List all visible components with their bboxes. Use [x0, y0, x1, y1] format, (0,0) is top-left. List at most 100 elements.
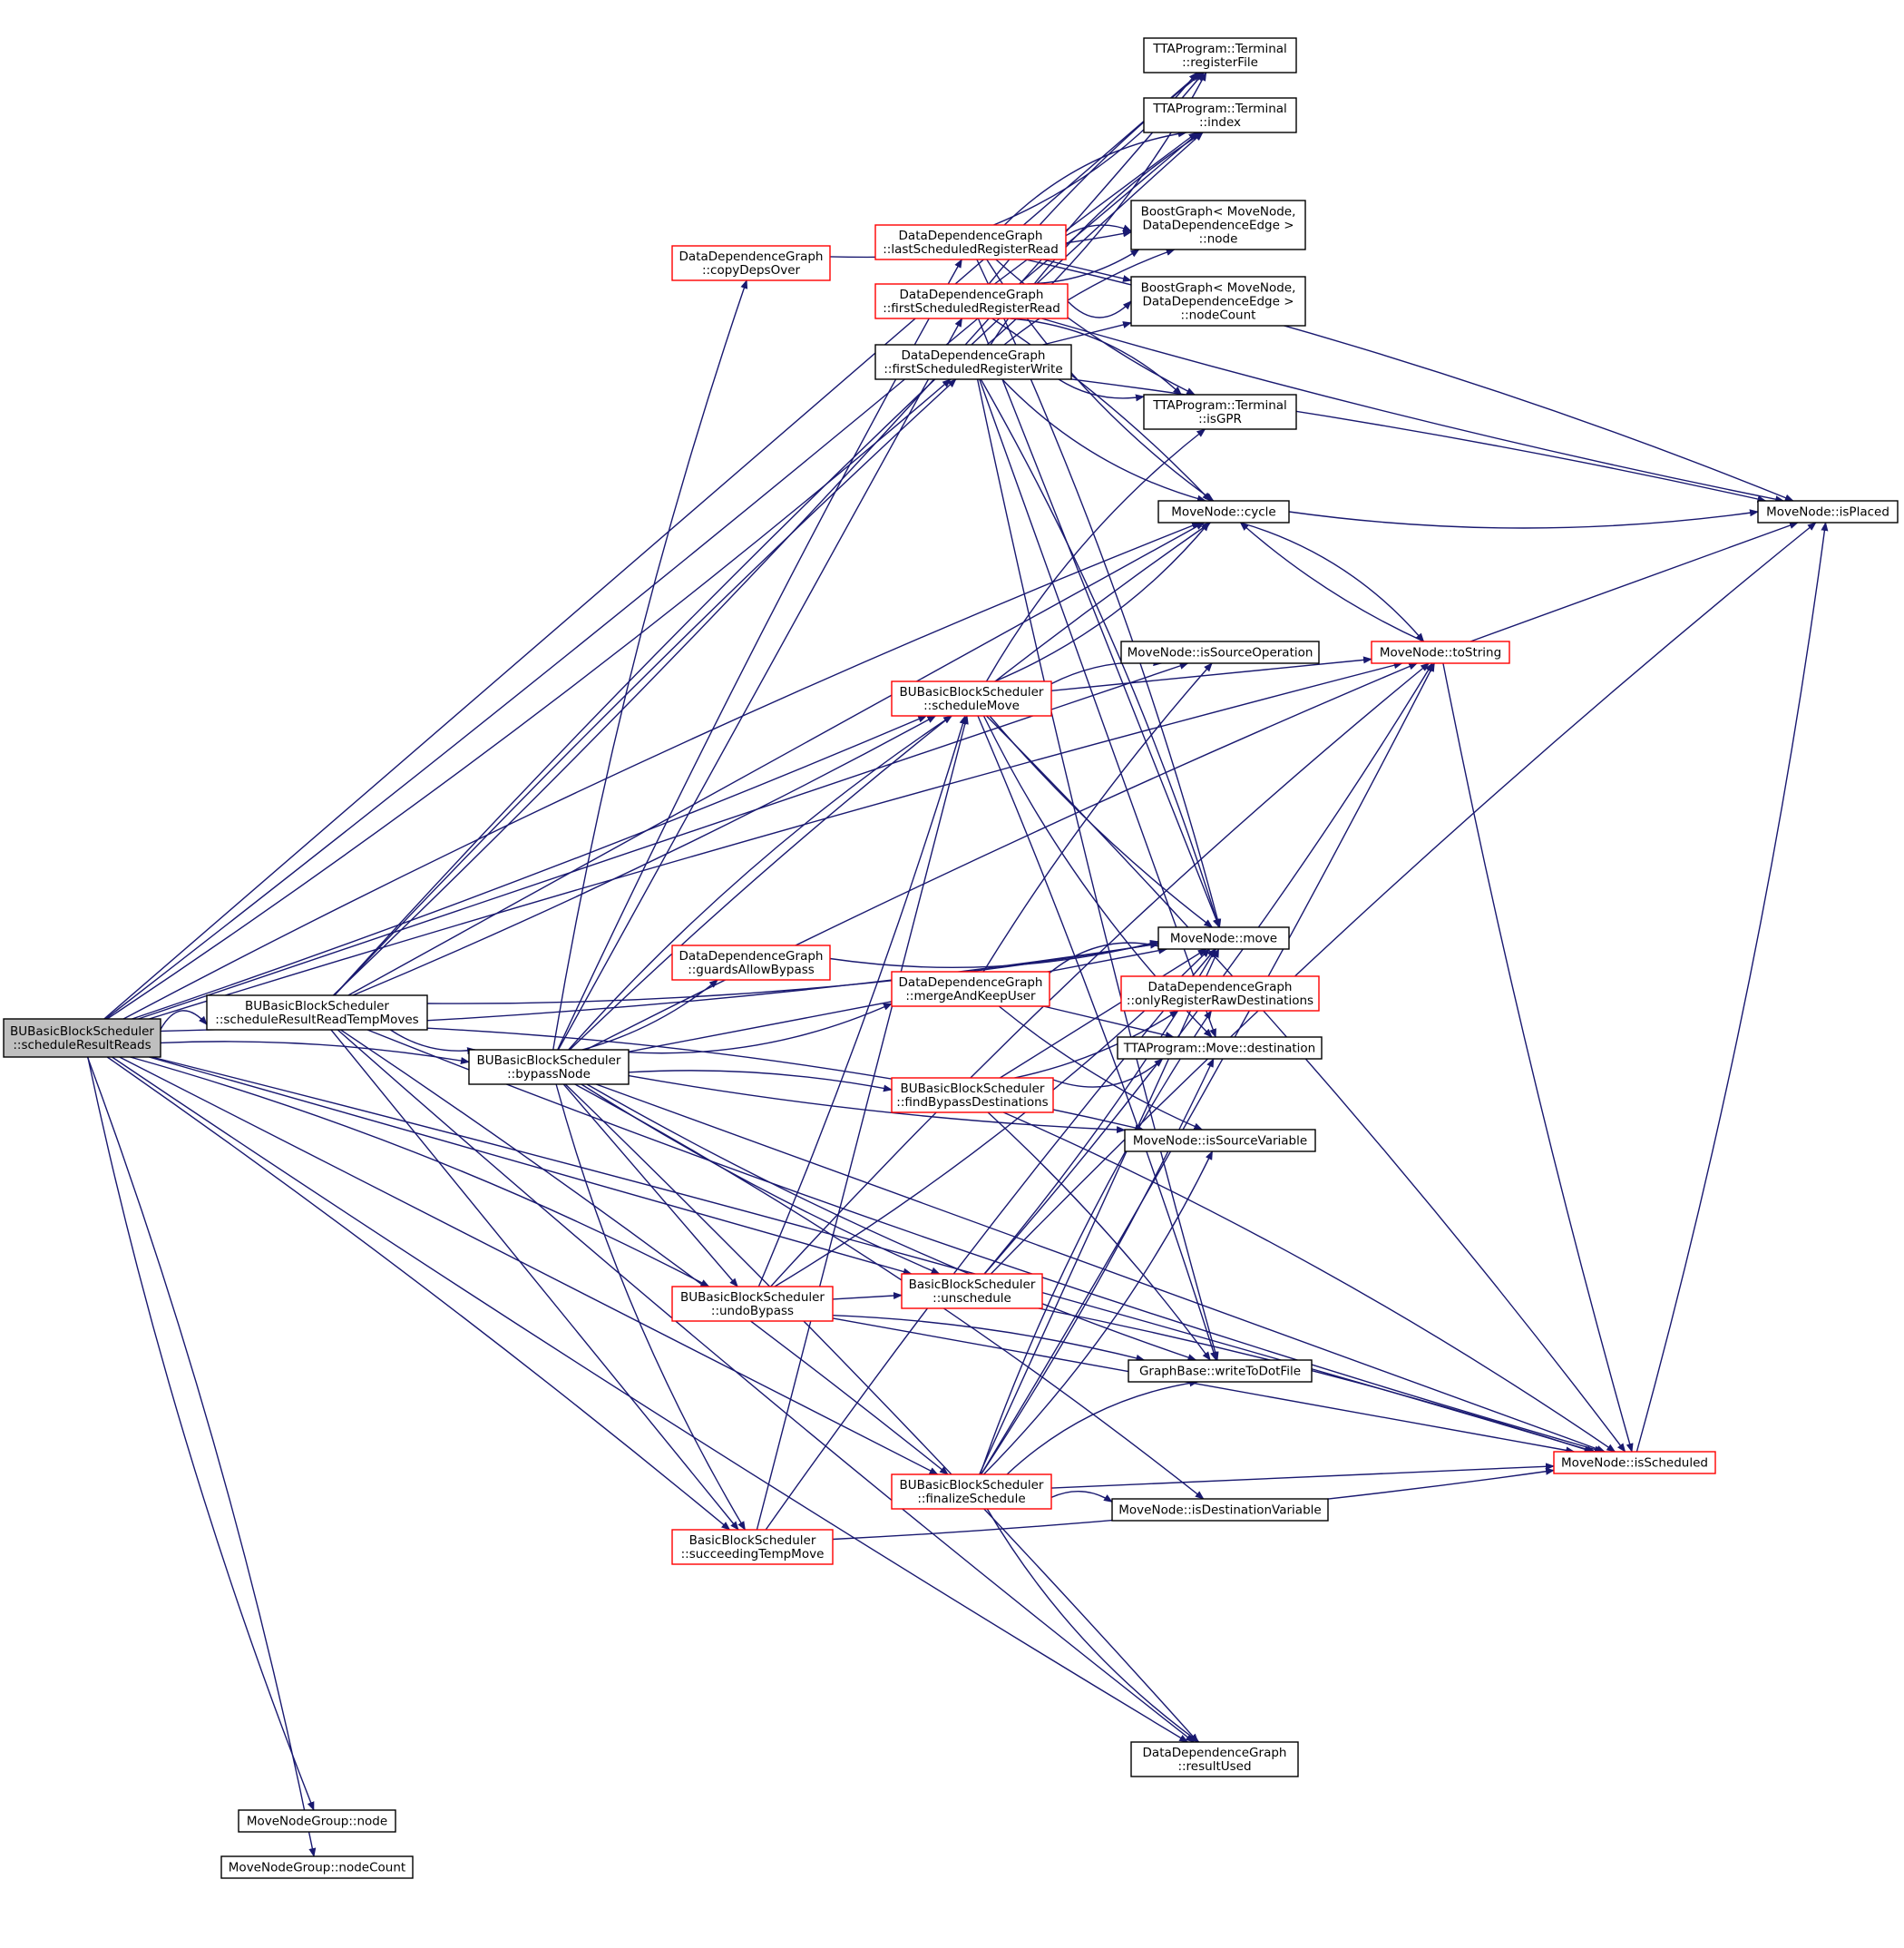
node-lastSRR[interactable]: DataDependenceGraph::lastScheduledRegist…	[874, 224, 1067, 260]
node-mngNodeCount[interactable]: MoveNodeGroup::nodeCount	[220, 1855, 414, 1879]
node-label-line: ::undoBypass	[711, 1304, 794, 1318]
call-edge-srtm-to-resultUsed	[337, 1029, 1195, 1743]
node-mngNode[interactable]: MoveNodeGroup::node	[238, 1809, 396, 1833]
node-onlyRegRaw[interactable]: DataDependenceGraph::onlyRegisterRawDest…	[1120, 975, 1320, 1012]
node-box	[1143, 37, 1297, 73]
node-label-line: BoostGraph< MoveNode,	[1141, 281, 1296, 296]
node-succTemp[interactable]: BasicBlockScheduler::succeedingTempMove	[671, 1529, 834, 1565]
node-isSrcOp[interactable]: MoveNode::isSourceOperation	[1120, 641, 1320, 664]
call-edge-root-to-firstSRW	[106, 378, 952, 1020]
edge-path	[130, 1056, 710, 1287]
node-box	[206, 994, 428, 1031]
edge-path	[628, 1070, 893, 1092]
edge-path	[979, 1010, 1213, 1475]
edge-path	[332, 72, 1205, 996]
node-label-line: MoveNode::isSourceVariable	[1133, 1134, 1307, 1149]
node-label-line: MoveNode::isDestinationVariable	[1118, 1503, 1321, 1518]
node-isScheduled[interactable]: MoveNode::isScheduled	[1553, 1451, 1716, 1474]
node-bgNode[interactable]: BoostGraph< MoveNode,DataDependenceEdge …	[1130, 200, 1306, 250]
call-edge-findBypass-to-onlyRegRaw	[1014, 1010, 1179, 1079]
node-isSrcVar[interactable]: MoveNode::isSourceVariable	[1124, 1129, 1316, 1152]
node-bypassNode[interactable]: BUBasicBlockScheduler::bypassNode	[468, 1049, 630, 1085]
call-edge-firstSRW-to-move	[980, 378, 1220, 928]
call-edge-bypassNode-to-scheduleMove	[568, 715, 953, 1051]
edge-path	[998, 1005, 1204, 1131]
node-box	[1124, 1129, 1316, 1152]
node-scheduleMove[interactable]: BUBasicBlockScheduler::scheduleMove	[891, 680, 1052, 717]
edge-path	[334, 378, 957, 996]
node-undoBypass[interactable]: BUBasicBlockScheduler::undoBypass	[671, 1286, 834, 1322]
node-move[interactable]: MoveNode::move	[1157, 926, 1290, 950]
call-edge-srtm-to-finalize	[340, 1029, 949, 1475]
node-isDestVar[interactable]: MoveNode::isDestinationVariable	[1111, 1498, 1329, 1522]
node-label-line: ::node	[1199, 232, 1238, 247]
node-box	[1157, 926, 1290, 950]
edge-path	[628, 1003, 893, 1054]
node-regFile[interactable]: TTAProgram::Terminal::registerFile	[1143, 37, 1297, 73]
edge-path	[1635, 522, 1829, 1453]
edge-path	[1050, 1491, 1113, 1503]
node-label-line: BUBasicBlockScheduler	[680, 1290, 825, 1305]
edge-path	[983, 662, 1433, 1275]
call-edge-finalize-to-isDestVar	[1050, 1491, 1113, 1503]
node-root[interactable]: BUBasicBlockScheduler::scheduleResultRea…	[3, 1018, 161, 1058]
call-edge-root-to-succTemp	[106, 1056, 731, 1531]
node-box	[1130, 200, 1306, 250]
edge-path	[981, 662, 1435, 1475]
call-edge-firstSRW-to-bgNodeCount	[1042, 321, 1132, 346]
edge-path	[770, 662, 1430, 1287]
node-srtm[interactable]: BUBasicBlockScheduler::scheduleResultRea…	[206, 994, 428, 1031]
call-edge-root-to-unschedule	[149, 1056, 913, 1276]
node-box	[1143, 97, 1297, 133]
node-index[interactable]: TTAProgram::Terminal::index	[1143, 97, 1297, 133]
node-mergeKeep[interactable]: DataDependenceGraph::mergeAndKeepUser	[891, 971, 1050, 1007]
node-writeDot[interactable]: GraphBase::writeToDotFile	[1128, 1359, 1313, 1383]
node-label-line: MoveNode::toString	[1380, 646, 1501, 661]
node-unschedule[interactable]: BasicBlockScheduler::unschedule	[901, 1273, 1043, 1309]
node-box	[891, 680, 1052, 717]
node-toString[interactable]: MoveNode::toString	[1371, 641, 1510, 664]
edge-path	[122, 522, 1201, 1020]
edge-path	[1001, 378, 1206, 503]
node-label-line: MoveNode::move	[1170, 932, 1277, 946]
node-box	[901, 1273, 1043, 1309]
call-edge-firstSRR-to-bgNodeCount	[1067, 300, 1132, 318]
call-edge-bypassNode-to-undoBypass	[562, 1083, 738, 1287]
edge-path	[994, 522, 1210, 682]
node-label-line: MoveNodeGroup::nodeCount	[229, 1861, 405, 1875]
node-firstSRR[interactable]: DataDependenceGraph::firstScheduledRegis…	[874, 283, 1069, 319]
node-resultUsed[interactable]: DataDependenceGraph::resultUsed	[1130, 1741, 1299, 1777]
call-edge-findBypass-to-isScheduled	[1002, 1111, 1616, 1453]
node-dest[interactable]: TTAProgram::Move::destination	[1117, 1036, 1323, 1060]
edge-layer	[86, 72, 1829, 1857]
call-edge-firstSRW-to-cycle	[1001, 378, 1206, 503]
node-cycle[interactable]: MoveNode::cycle	[1157, 500, 1290, 524]
node-label-line: DataDependenceGraph	[900, 288, 1044, 302]
edge-path	[569, 522, 1212, 1051]
node-bgNodeCount[interactable]: BoostGraph< MoveNode,DataDependenceEdge …	[1130, 276, 1306, 327]
edge-path	[1049, 942, 1171, 974]
call-edge-bypassNode-to-mergeKeep	[628, 1003, 893, 1054]
node-finalize[interactable]: BUBasicBlockScheduler::finalizeSchedule	[891, 1473, 1052, 1510]
node-box	[1757, 500, 1899, 524]
node-guardsBypass[interactable]: DataDependenceGraph::guardsAllowBypass	[671, 945, 831, 981]
node-isGPR[interactable]: TTAProgram::Terminal::isGPR	[1143, 394, 1297, 430]
call-edge-root-to-mngNode	[87, 1056, 315, 1811]
node-box	[671, 245, 831, 281]
node-copyDeps[interactable]: DataDependenceGraph::copyDepsOver	[671, 245, 831, 281]
edge-path	[86, 1056, 317, 1857]
call-edge-bypassNode-to-firstSRR	[557, 318, 963, 1051]
edge-path	[1239, 522, 1424, 642]
call-edge-firstSRW-to-isGPR	[1058, 378, 1145, 402]
node-findBypass[interactable]: BUBasicBlockScheduler::findBypassDestina…	[891, 1077, 1054, 1113]
call-edge-mergeKeep-to-isSrcOp	[982, 662, 1213, 973]
node-label-line: ::findBypassDestinations	[896, 1095, 1048, 1110]
node-isPlaced[interactable]: MoveNode::isPlaced	[1757, 500, 1899, 524]
edge-path	[977, 318, 1220, 928]
call-edge-finalize-to-onlyRegRaw	[979, 1010, 1213, 1475]
call-edge-cycle-to-isPlaced	[1288, 509, 1759, 529]
node-firstSRW[interactable]: DataDependenceGraph::firstScheduledRegis…	[874, 344, 1072, 380]
edge-path	[1010, 318, 1183, 396]
call-edge-bypassNode-to-isSrcVar	[628, 1074, 1126, 1134]
